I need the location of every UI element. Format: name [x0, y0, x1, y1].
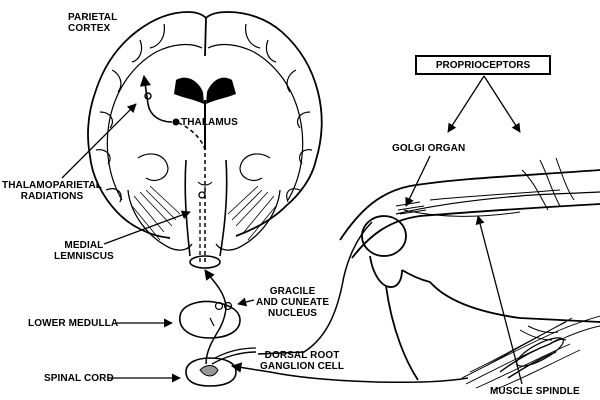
brain-outline — [87, 11, 323, 239]
label-medial-lemniscus: MEDIAL LEMNISCUS — [54, 240, 114, 262]
leader-proprio-right — [483, 75, 521, 133]
label-thalamoparietal-radiations: THALAMOPARIETAL RADIATIONS — [2, 180, 103, 202]
lower-medulla-shape — [179, 300, 241, 339]
proprioceptors-box: PROPRIOCEPTORS — [415, 55, 551, 75]
thalamus-dot — [172, 118, 180, 126]
spinal-cord-shape — [185, 357, 237, 387]
label-golgi-organ: GOLGI ORGAN — [392, 143, 466, 154]
brainstem — [184, 159, 228, 269]
sensory-pathway — [139, 74, 469, 383]
label-lower-medulla: LOWER MEDULLA — [28, 318, 119, 329]
lateral-ventricles — [174, 77, 236, 104]
label-dorsal-root-ganglion-cell: DORSAL ROOT GANGLION CELL — [260, 350, 345, 372]
label-parietal-cortex: PARIETAL CORTEX — [68, 12, 118, 34]
label-thalamus: THALAMUS — [181, 117, 238, 128]
longitudinal-fissure — [204, 17, 207, 57]
muscle-spindle-bundle — [461, 315, 600, 391]
leader-golgi — [405, 155, 431, 207]
leader-thalamoparietal — [61, 103, 137, 179]
leader-gracile — [237, 297, 255, 307]
label-gracile-cuneate-nucleus: GRACILE AND CUNEATE NUCLEUS — [256, 286, 330, 319]
brain-section — [87, 11, 323, 239]
label-leaders — [61, 75, 523, 385]
leader-medial-lemniscus — [103, 210, 191, 245]
leader-proprio-left — [447, 75, 485, 133]
leader-muscle-spindle — [475, 215, 523, 385]
label-muscle-spindle: MUSCLE SPINDLE — [490, 386, 580, 397]
label-spinal-cord: SPINAL CORD — [44, 373, 114, 384]
cerebellum — [127, 153, 281, 251]
limb-joint — [339, 157, 600, 381]
